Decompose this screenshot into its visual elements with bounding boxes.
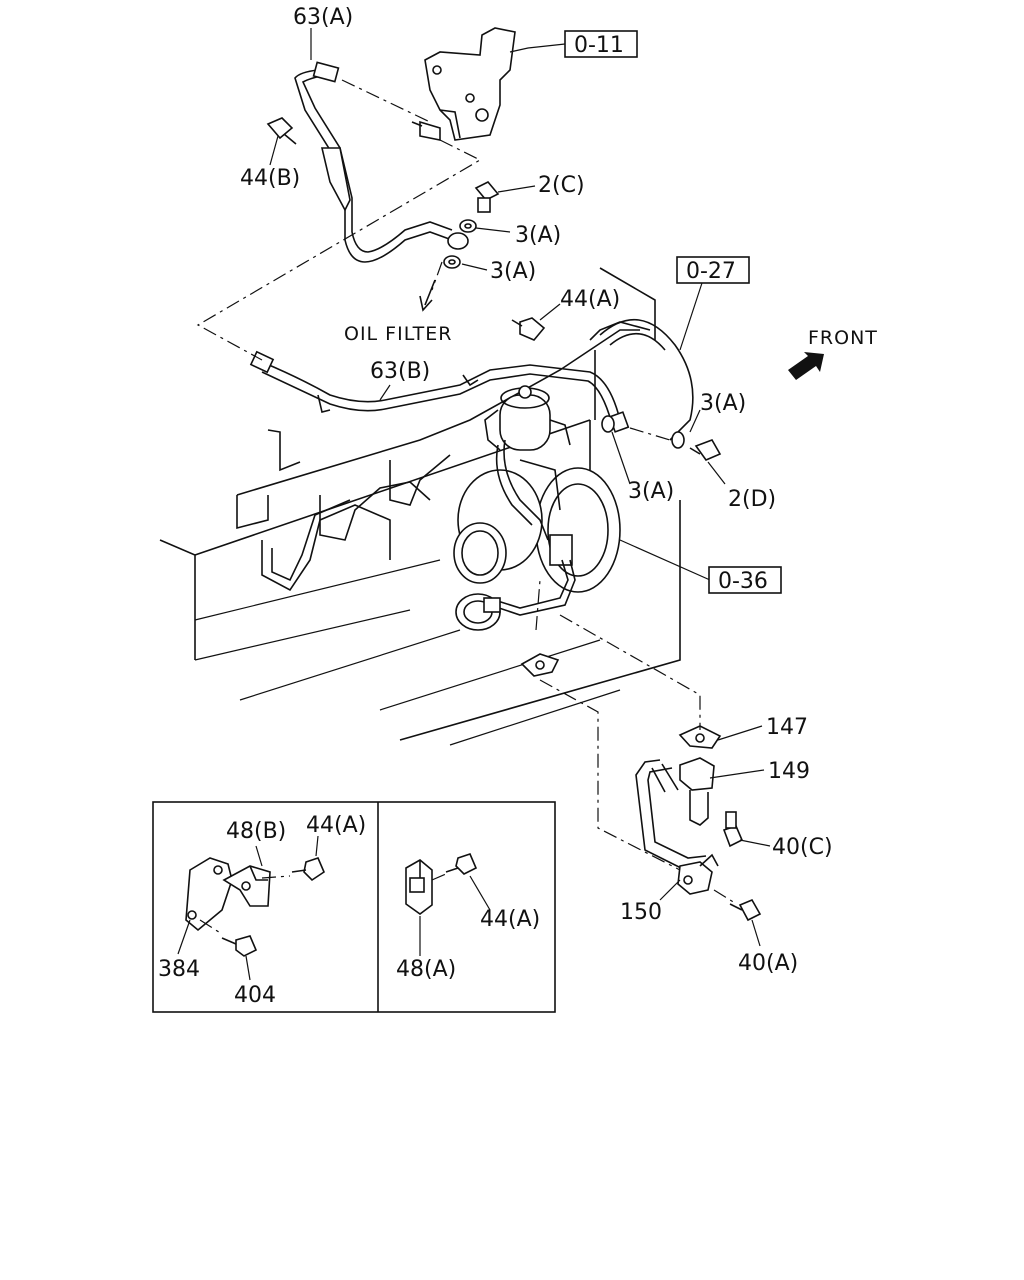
bolt-44a-inset — [291, 857, 325, 882]
label-3a-1: 3(A) — [515, 223, 561, 248]
turbocharger — [453, 385, 621, 631]
label-149: 149 — [768, 759, 810, 784]
inset-label-44a-2: 44(A) — [480, 907, 540, 932]
label-oil-filter: OIL FILTER — [344, 323, 453, 345]
ref-box-0-36[interactable]: 0-36 — [708, 566, 782, 594]
bolt-44b — [266, 117, 297, 145]
clip-48a — [405, 859, 433, 915]
label-63a: 63(A) — [293, 5, 353, 30]
label-2d: 2(D) — [728, 487, 776, 512]
oil-feed-pipe-63b — [249, 350, 630, 433]
bolt-40a — [729, 898, 762, 922]
label-40a: 40(A) — [738, 951, 798, 976]
label-3a-3: 3(A) — [700, 391, 746, 416]
inset-panel: 48(B) 44(A) 384 404 44(A) 48(A) — [152, 801, 556, 1013]
inset-label-48a: 48(A) — [396, 957, 456, 982]
label-front: FRONT — [808, 327, 878, 349]
inset-label-384: 384 — [158, 957, 200, 982]
bolt-404 — [221, 935, 258, 957]
label-44b: 44(B) — [240, 166, 300, 191]
gasket-147 — [678, 725, 722, 749]
label-150: 150 — [620, 900, 662, 925]
oil-feed-pipe-63a — [294, 61, 469, 263]
label-2c: 2(C) — [538, 173, 585, 198]
leader-lines — [269, 28, 771, 947]
bolt-40c — [722, 811, 744, 848]
washer-3a-2 — [443, 255, 461, 269]
inset-label-44a-1: 44(A) — [306, 813, 366, 838]
flange-150 — [677, 853, 719, 895]
bracket-384 — [185, 857, 233, 932]
heat-shield — [599, 319, 694, 441]
bracket-0-11 — [411, 27, 516, 141]
ref-0-11-text: 0-11 — [574, 33, 624, 58]
bolt-44a-inset-2 — [445, 853, 478, 875]
ref-box-0-11[interactable]: 0-11 — [564, 30, 638, 58]
washer-3a-3 — [601, 415, 615, 433]
eye-bolt-2c — [474, 181, 500, 213]
front-arrow-icon — [788, 352, 824, 380]
bolt-44a-top — [511, 317, 546, 341]
oil-filter-arrow — [419, 279, 436, 312]
label-40c: 40(C) — [772, 835, 833, 860]
washer-3a-1 — [459, 219, 477, 233]
label-63b: 63(B) — [370, 359, 430, 384]
ref-0-27-text: 0-27 — [686, 259, 736, 284]
label-3a-4: 3(A) — [628, 479, 674, 504]
clip-48b — [222, 865, 271, 907]
washer-3a-4 — [671, 431, 685, 449]
label-147: 147 — [766, 715, 808, 740]
eye-bolt-2d — [689, 439, 722, 461]
label-44a-top: 44(A) — [560, 287, 620, 312]
alignment-lines — [196, 79, 736, 904]
oil-return-pipe — [483, 559, 576, 616]
ref-0-36-text: 0-36 — [718, 569, 768, 594]
engine-block — [159, 267, 681, 746]
oil-return-pipe-149 — [635, 757, 715, 871]
inset-label-48b: 48(B) — [226, 819, 286, 844]
label-3a-2: 3(A) — [490, 259, 536, 284]
ref-box-0-27[interactable]: 0-27 — [676, 256, 750, 284]
inset-label-404: 404 — [234, 983, 276, 1008]
gasket-top — [520, 653, 560, 677]
